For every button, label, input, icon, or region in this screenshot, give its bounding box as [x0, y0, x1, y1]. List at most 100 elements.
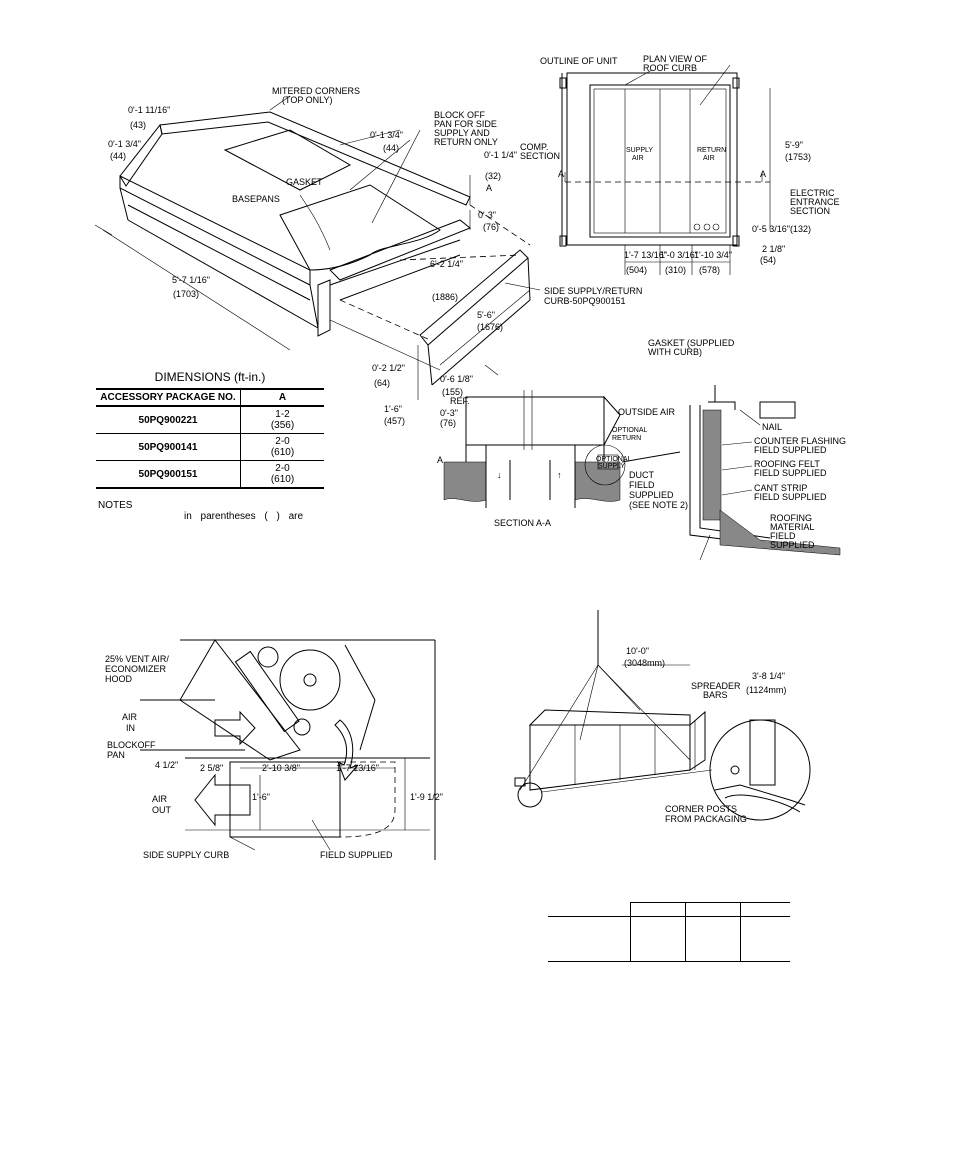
- outside-air-label: OUTSIDE AIR: [618, 407, 676, 417]
- air-in-label-2: IN: [126, 723, 135, 733]
- dim-1-6: 1'-6": [384, 404, 402, 414]
- roofing-felt-label-2: FIELD SUPPLIED: [754, 468, 827, 478]
- filter-rack: [234, 650, 300, 733]
- basepan-1: [223, 129, 352, 191]
- table-header-row: ACCESSORY PACKAGE NO. A: [96, 388, 324, 407]
- dim-4-1-2: 4 1/2": [155, 760, 178, 770]
- dim-a-curb: A: [486, 183, 492, 193]
- section-mark-left: A: [558, 169, 564, 179]
- comp-section-label-2: SECTION: [520, 151, 560, 161]
- supply-air-label-2: AIR: [632, 155, 644, 162]
- return-air-label-1: RETURN: [697, 147, 726, 154]
- curb-back-rail: [159, 111, 471, 206]
- dim-1-7-econ: 1'-7 13/16": [336, 763, 379, 773]
- basepan-inner-rail: [329, 219, 471, 281]
- field-supplied-label: FIELD SUPPLIED: [320, 850, 393, 860]
- nail-label: NAIL: [762, 422, 782, 432]
- dim-1-0: 1'-0 3/16": [660, 250, 698, 260]
- header-package: ACCESSORY PACKAGE NO.: [96, 388, 241, 407]
- table-row: [548, 902, 790, 917]
- dim-5-6: 5'-6": [477, 310, 495, 320]
- insulation: [702, 409, 722, 521]
- air-in-label-1: AIR: [122, 712, 138, 722]
- optional-return-label-1: OPTIONAL: [612, 427, 648, 434]
- header-a: A: [240, 388, 324, 407]
- electric-label-1: ELECTRIC: [790, 188, 835, 198]
- dim-1-10: 1'-10 3/4": [694, 250, 732, 260]
- dim-0-3-curb: 0'-3": [478, 210, 496, 220]
- side-curb-label-2: CURB-50PQ900151: [544, 296, 626, 306]
- roofing-material-label-2: MATERIAL: [770, 522, 814, 532]
- section-aa-title: SECTION A-A: [494, 518, 551, 528]
- dim-457: (457): [384, 416, 405, 426]
- dim-5-9: 5'-9": [785, 140, 803, 150]
- air-out-arrow: [194, 773, 251, 827]
- dim-0-1-1-4: 0'-1 1/4": [484, 150, 517, 160]
- optional-supply-label-2: SUPPLY: [598, 463, 625, 470]
- roofing-material-label-1: ROOFING: [770, 513, 812, 523]
- roof-curb-plan-view: OUTLINE OF UNIT PLAN VIEW OF ROOF CURB C…: [520, 54, 840, 275]
- dimensions-grid: ACCESSORY PACKAGE NO. A 50PQ900221 1-2(3…: [96, 388, 324, 489]
- svg-text:↑: ↑: [557, 470, 562, 480]
- block-off-pan-label-4: RETURN ONLY: [434, 137, 498, 147]
- a-value: 1-2(356): [240, 405, 324, 434]
- plan-view-label-2: ROOF CURB: [643, 63, 697, 73]
- ref-label: REF.: [450, 396, 470, 406]
- dim-32: (32): [485, 171, 501, 181]
- duct-label-3: SUPPLIED: [629, 490, 674, 500]
- blockoff-label-1: BLOCKOFF: [107, 740, 156, 750]
- roof-left: [443, 461, 487, 502]
- dim-3048: (3048mm): [624, 658, 665, 668]
- gasket-label: GASKET: [286, 177, 323, 187]
- block-off-pan-label-2: PAN FOR SIDE: [434, 119, 497, 129]
- damper-pivot-top: [257, 646, 279, 668]
- plan-view-label-1: PLAN VIEW OF: [643, 54, 708, 64]
- roofing-material-label-3: FIELD: [770, 531, 796, 541]
- duct-label-1: DUCT: [629, 470, 654, 480]
- roofing-material: [719, 509, 841, 556]
- spreader-label-2: BARS: [703, 690, 728, 700]
- outline-of-unit-label: OUTLINE OF UNIT: [540, 56, 618, 66]
- curb-left-rail-top: [119, 123, 163, 187]
- spreader-bars: [528, 709, 691, 726]
- cant-strip-label-1: CANT STRIP: [754, 483, 807, 493]
- return-air-label-2: AIR: [703, 155, 715, 162]
- block-off-pan-label-1: BLOCK OFF: [434, 110, 486, 120]
- spreader-label-1: SPREADER: [691, 681, 741, 691]
- dim-504: (504): [626, 265, 647, 275]
- dimensions-caption: DIMENSIONS (ft-in.): [154, 370, 266, 384]
- dim-a-section: A: [437, 455, 443, 465]
- dim-1-7-plan: 1'-7 13/16": [624, 250, 667, 260]
- dim-43: (43): [130, 120, 146, 130]
- dim-54: (54): [760, 255, 776, 265]
- air-out-label-2: OUT: [152, 805, 172, 815]
- basepan-2: [279, 184, 441, 271]
- electric-label-3: SECTION: [790, 206, 830, 216]
- comp-section-label-1: COMP.: [520, 142, 548, 152]
- dim-1-6-econ: 1'-6": [252, 792, 270, 802]
- dim-6-2: 6'-2 1/4": [430, 259, 463, 269]
- table-row: 50PQ900221 1-2(356): [96, 405, 324, 434]
- roof-curb-isometric: MITERED CORNERS (TOP ONLY) BLOCK OFF PAN…: [94, 86, 642, 426]
- dim-2-5-8: 2 5/8": [200, 763, 223, 773]
- hood-label-3: HOOD: [105, 674, 133, 684]
- table-row: 50PQ900151 2-0(610): [96, 460, 324, 489]
- gasket-detail-label-1: GASKET (SUPPLIED: [648, 338, 735, 348]
- curb-outline: [589, 84, 731, 238]
- notes: NOTES in parentheses ( ) are: [98, 500, 338, 522]
- detail-circle: [584, 444, 626, 486]
- roofing-felt-label-1: ROOFING FELT: [754, 459, 820, 469]
- blockoff-label-2: PAN: [107, 750, 125, 760]
- table-row: 50PQ900141 2-0(610): [96, 433, 324, 461]
- dim-1886: (1886): [432, 292, 458, 302]
- dim-76-curb: (76): [483, 222, 499, 232]
- a-value: 2-0(610): [240, 433, 324, 461]
- rigging-diagram: 10'-0" (3048mm) SPREADER BARS 3'-8 1/4" …: [514, 610, 811, 824]
- unit-front: [529, 724, 691, 791]
- optional-return-label-2: RETURN: [612, 435, 641, 442]
- blank-table: [548, 902, 790, 962]
- dim-44-left: (44): [110, 151, 126, 161]
- damper-motor: [279, 649, 341, 711]
- section-mark-right: A: [760, 169, 766, 179]
